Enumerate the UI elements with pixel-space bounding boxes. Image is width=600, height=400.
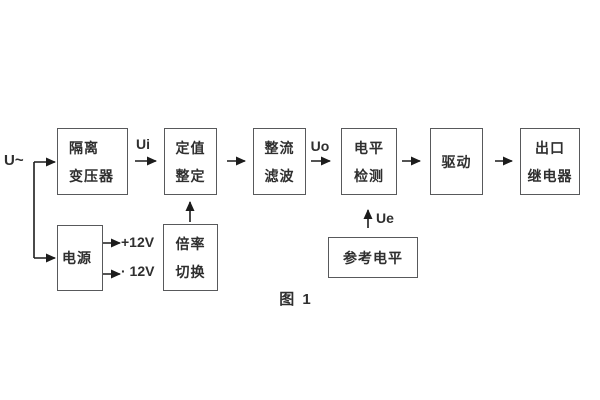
block-label-line: 检测 xyxy=(354,167,384,184)
figure-caption: 图 1 xyxy=(279,291,313,308)
label-plus-12v: +12V xyxy=(121,234,155,250)
block-rectify-filter: 整流 滤波 xyxy=(253,128,306,195)
block-ratio-switch: 倍率 切换 xyxy=(163,224,218,291)
block-label-line: 切换 xyxy=(175,263,206,280)
block-reference-level: 参考电平 xyxy=(328,237,418,278)
block-label-line: 参考电平 xyxy=(343,249,403,266)
block-label-line: 电平 xyxy=(354,139,384,156)
block-label-line: 变压器 xyxy=(69,167,114,184)
block-drive: 驱动 xyxy=(430,128,483,195)
block-label-line: 出口 xyxy=(535,139,565,156)
block-level-detect: 电平 检测 xyxy=(341,128,397,195)
block-label-line: 隔离 xyxy=(69,139,99,156)
label-input-u: U~ xyxy=(4,152,24,169)
block-label-line: 整流 xyxy=(264,139,295,156)
block-setting-adjust: 定值 整定 xyxy=(164,128,217,195)
block-label-line: 继电器 xyxy=(527,167,573,184)
block-label-line: 整定 xyxy=(175,167,206,184)
block-output-relay: 出口 继电器 xyxy=(520,128,580,195)
block-label-line: 滤波 xyxy=(264,167,295,184)
block-power-supply: 电源 xyxy=(57,225,103,291)
label-ue: Ue xyxy=(376,210,394,226)
label-minus-12v: · 12V xyxy=(121,263,155,279)
label-ui: Ui xyxy=(136,136,150,152)
label-uo: Uo xyxy=(310,138,330,154)
block-label-line: 电源 xyxy=(62,250,92,266)
block-label-line: 定值 xyxy=(175,139,206,156)
block-label-line: 倍率 xyxy=(175,235,206,252)
block-label-line: 驱动 xyxy=(441,153,472,170)
block-isolation-transformer: 隔离 变压器 xyxy=(57,128,128,195)
